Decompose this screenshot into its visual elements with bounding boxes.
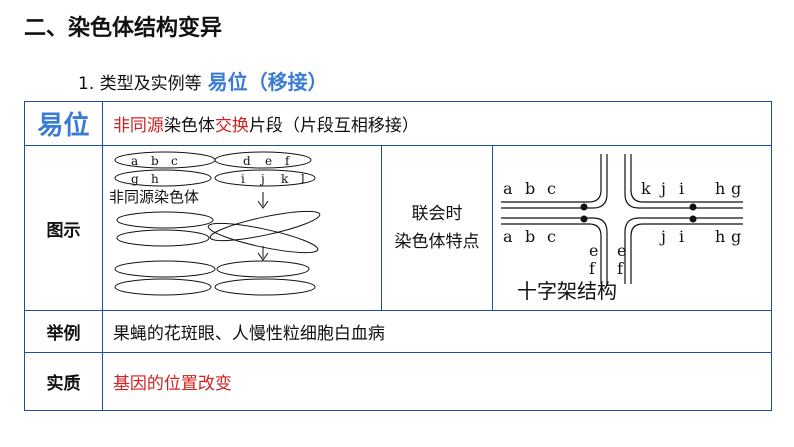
- diagram-left-caption: 非同源染色体: [109, 188, 199, 206]
- gene-label: j: [259, 172, 265, 186]
- row-label-essence: 实质: [24, 352, 103, 411]
- gene-label: e: [265, 154, 272, 168]
- chromosome-diagram-cell: a b c d e f g h i j k l 非同源染色体: [101, 145, 382, 311]
- gene-label: c: [547, 227, 556, 246]
- gene-label: j: [659, 227, 666, 246]
- essence-text: 基因的位置改变: [101, 352, 773, 411]
- gene-label: h: [715, 179, 725, 198]
- sub-heading: 1. 类型及实例等易位（移接）: [78, 66, 328, 95]
- chromosome-pairing-diagram: a b c d e f g h i j k l 非同源染色体: [109, 151, 321, 296]
- gene-label: h: [151, 172, 159, 186]
- gene-label: b: [151, 154, 159, 168]
- gene-label: h: [715, 227, 725, 246]
- gene-label: i: [679, 227, 684, 246]
- synapsis-feature-cell: 联会时 染色体特点: [380, 145, 494, 311]
- example-text: 果蝇的花斑眼、人慢性粒细胞白血病: [101, 310, 773, 353]
- row-definition: 易位 非同源染色体交换片段（片段互相移接）: [24, 101, 773, 146]
- gene-label: e: [589, 241, 598, 260]
- gene-label: f: [285, 154, 291, 168]
- gene-label: k: [641, 179, 651, 198]
- gene-label: b: [525, 227, 535, 246]
- def-red-1: 非同源: [112, 116, 164, 136]
- gene-label: c: [171, 154, 178, 168]
- gene-label: g: [731, 179, 741, 198]
- gene-label: b: [525, 179, 535, 198]
- cross-structure-cell: a b c a b c k j i h g j i h g e f: [492, 145, 772, 311]
- gene-label: g: [731, 227, 741, 246]
- gene-label: d: [243, 154, 251, 168]
- row-label-diagram: 图示: [24, 145, 103, 311]
- gene-label: j: [659, 179, 666, 198]
- row-example: 举例 果蝇的花斑眼、人慢性粒细胞白血病: [24, 310, 773, 353]
- gene-label: c: [547, 179, 556, 198]
- gene-label: g: [131, 172, 139, 186]
- mid-line-2: 染色体特点: [394, 232, 480, 252]
- gene-label: k: [281, 172, 289, 186]
- gene-label: f: [617, 259, 624, 278]
- row-label-example: 举例: [24, 310, 103, 353]
- row-essence: 实质 基因的位置改变: [24, 352, 773, 411]
- def-mid: 染色体: [163, 116, 215, 136]
- gene-label: i: [241, 172, 245, 186]
- gene-label: f: [589, 259, 596, 278]
- row-diagram: 图示 a b c d e f g: [24, 145, 772, 311]
- gene-label: e: [617, 241, 626, 260]
- translocation-table: 易位 非同源染色体交换片段（片段互相移接） 图示 a b c: [24, 101, 773, 411]
- gene-label: a: [131, 154, 138, 168]
- row-label-definition: 易位: [24, 101, 103, 146]
- cross-structure-diagram: a b c a b c k j i h g j i h g e f: [501, 154, 743, 303]
- section-heading: 二、染色体结构变异: [24, 16, 223, 41]
- gene-label: a: [503, 227, 513, 246]
- def-red-2: 交换: [214, 116, 249, 136]
- gene-label: l: [301, 172, 305, 186]
- gene-label: a: [503, 179, 513, 198]
- definition-cell: 非同源染色体交换片段（片段互相移接）: [101, 101, 773, 146]
- sub-heading-highlight: 易位（移接）: [207, 70, 328, 94]
- gene-label: i: [679, 179, 684, 198]
- cross-caption: 十字架结构: [517, 279, 617, 303]
- def-rest: 片段（片段互相移接）: [248, 116, 419, 136]
- sub-heading-prefix: 1. 类型及实例等: [78, 74, 202, 94]
- mid-line-1: 联会时: [411, 204, 463, 224]
